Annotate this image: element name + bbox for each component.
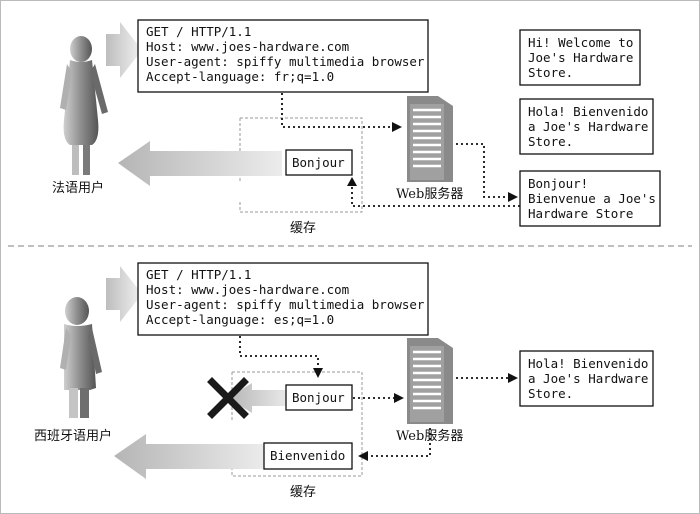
french-user-figure bbox=[60, 36, 108, 175]
server-to-spanish-doc-arrowhead bbox=[508, 373, 518, 383]
server-doc-spanish-bottom-line-1: Hola! Bienvenido bbox=[528, 356, 648, 371]
server-doc-spanish-line-2: a Joe's Hardware bbox=[528, 119, 648, 134]
response-arrow-french bbox=[118, 141, 282, 186]
server-doc-french-line-2: Bienvenue a Joe's bbox=[528, 191, 656, 206]
server-doc-spanish-line-1: Hola! Bienvenido bbox=[528, 104, 648, 119]
returned-doc-bottom bbox=[263, 442, 353, 470]
server-doc-spanish-bottom bbox=[519, 350, 654, 407]
request-line-4: Accept-language: es;q=1.0 bbox=[146, 312, 334, 327]
cached-doc-top bbox=[285, 149, 353, 176]
blocked-response-arrow bbox=[228, 383, 290, 413]
cached-doc-bottom-label: Bonjour bbox=[292, 390, 345, 405]
server-doc-english-line-2: Joe's Hardware bbox=[528, 50, 633, 65]
server-doc-spanish bbox=[519, 98, 654, 155]
server-icon-top bbox=[407, 96, 453, 182]
spanish-user-figure bbox=[60, 297, 102, 418]
cached-doc-top-label: Bonjour bbox=[292, 155, 345, 170]
server-label-top: Web服务器 bbox=[396, 186, 463, 202]
request-line-3: User-agent: spiffy multimedia browser bbox=[146, 297, 425, 312]
server-doc-spanish-bottom-line-2: a Joe's Hardware bbox=[528, 371, 648, 386]
cached-doc-bottom bbox=[285, 384, 353, 411]
request-line-2: Host: www.joes-hardware.com bbox=[146, 39, 349, 54]
request-line-3: User-agent: spiffy multimedia browser bbox=[146, 54, 425, 69]
request-line-1: GET / HTTP/1.1 bbox=[146, 24, 251, 39]
request-arrow-spanish bbox=[106, 266, 142, 322]
server-to-french-doc-path bbox=[456, 143, 508, 198]
server-doc-french-line-3: Hardware Store bbox=[528, 206, 633, 221]
french-doc-to-cache-path bbox=[351, 186, 520, 207]
french-user-label: 法语用户 bbox=[52, 180, 104, 196]
request-arrow-french bbox=[106, 22, 142, 78]
server-doc-spanish-line-3: Store. bbox=[528, 134, 573, 149]
request-line-2: Host: www.joes-hardware.com bbox=[146, 282, 349, 297]
server-doc-french-line-1: Bonjour! bbox=[528, 176, 588, 191]
top-scenario: 法语用户 GET / HTTP/1.1 Host: www.joes-hardw… bbox=[52, 19, 661, 236]
request-box-french bbox=[137, 19, 429, 93]
bottom-scenario: 西班牙语用户 GET / HTTP/1.1 Host: www.joes-har… bbox=[34, 262, 654, 500]
server-doc-english-line-3: Store. bbox=[528, 65, 573, 80]
server-doc-french bbox=[519, 170, 661, 227]
request-path-to-server bbox=[281, 93, 392, 128]
request-path-to-cache-arrowhead bbox=[313, 368, 323, 378]
server-doc-spanish-bottom-line-3: Store. bbox=[528, 386, 573, 401]
server-to-french-doc-arrowhead bbox=[508, 192, 518, 202]
server-doc-english-line-1: Hi! Welcome to bbox=[528, 35, 633, 50]
request-line-4: Accept-language: fr;q=1.0 bbox=[146, 69, 334, 84]
cache-region-top bbox=[239, 117, 363, 213]
cache-label-top: 缓存 bbox=[290, 221, 316, 236]
spanish-user-label: 西班牙语用户 bbox=[34, 428, 112, 444]
server-label-bottom: Web服务器 bbox=[396, 428, 463, 444]
returned-doc-bottom-label: Bienvenido bbox=[270, 448, 345, 463]
server-doc-english bbox=[519, 29, 641, 86]
cross-icon bbox=[207, 377, 249, 419]
response-arrow-spanish bbox=[114, 434, 266, 479]
server-to-cache-arrowhead bbox=[358, 451, 368, 461]
cache-label-bottom: 缓存 bbox=[290, 485, 316, 500]
request-box-spanish bbox=[137, 262, 429, 336]
request-line-1: GET / HTTP/1.1 bbox=[146, 267, 251, 282]
french-doc-to-cache-arrowhead bbox=[347, 177, 357, 186]
cache-to-server-arrowhead bbox=[394, 393, 404, 403]
request-path-to-cache bbox=[239, 336, 319, 368]
request-path-arrowhead bbox=[392, 122, 402, 132]
server-icon-bottom bbox=[407, 338, 453, 424]
